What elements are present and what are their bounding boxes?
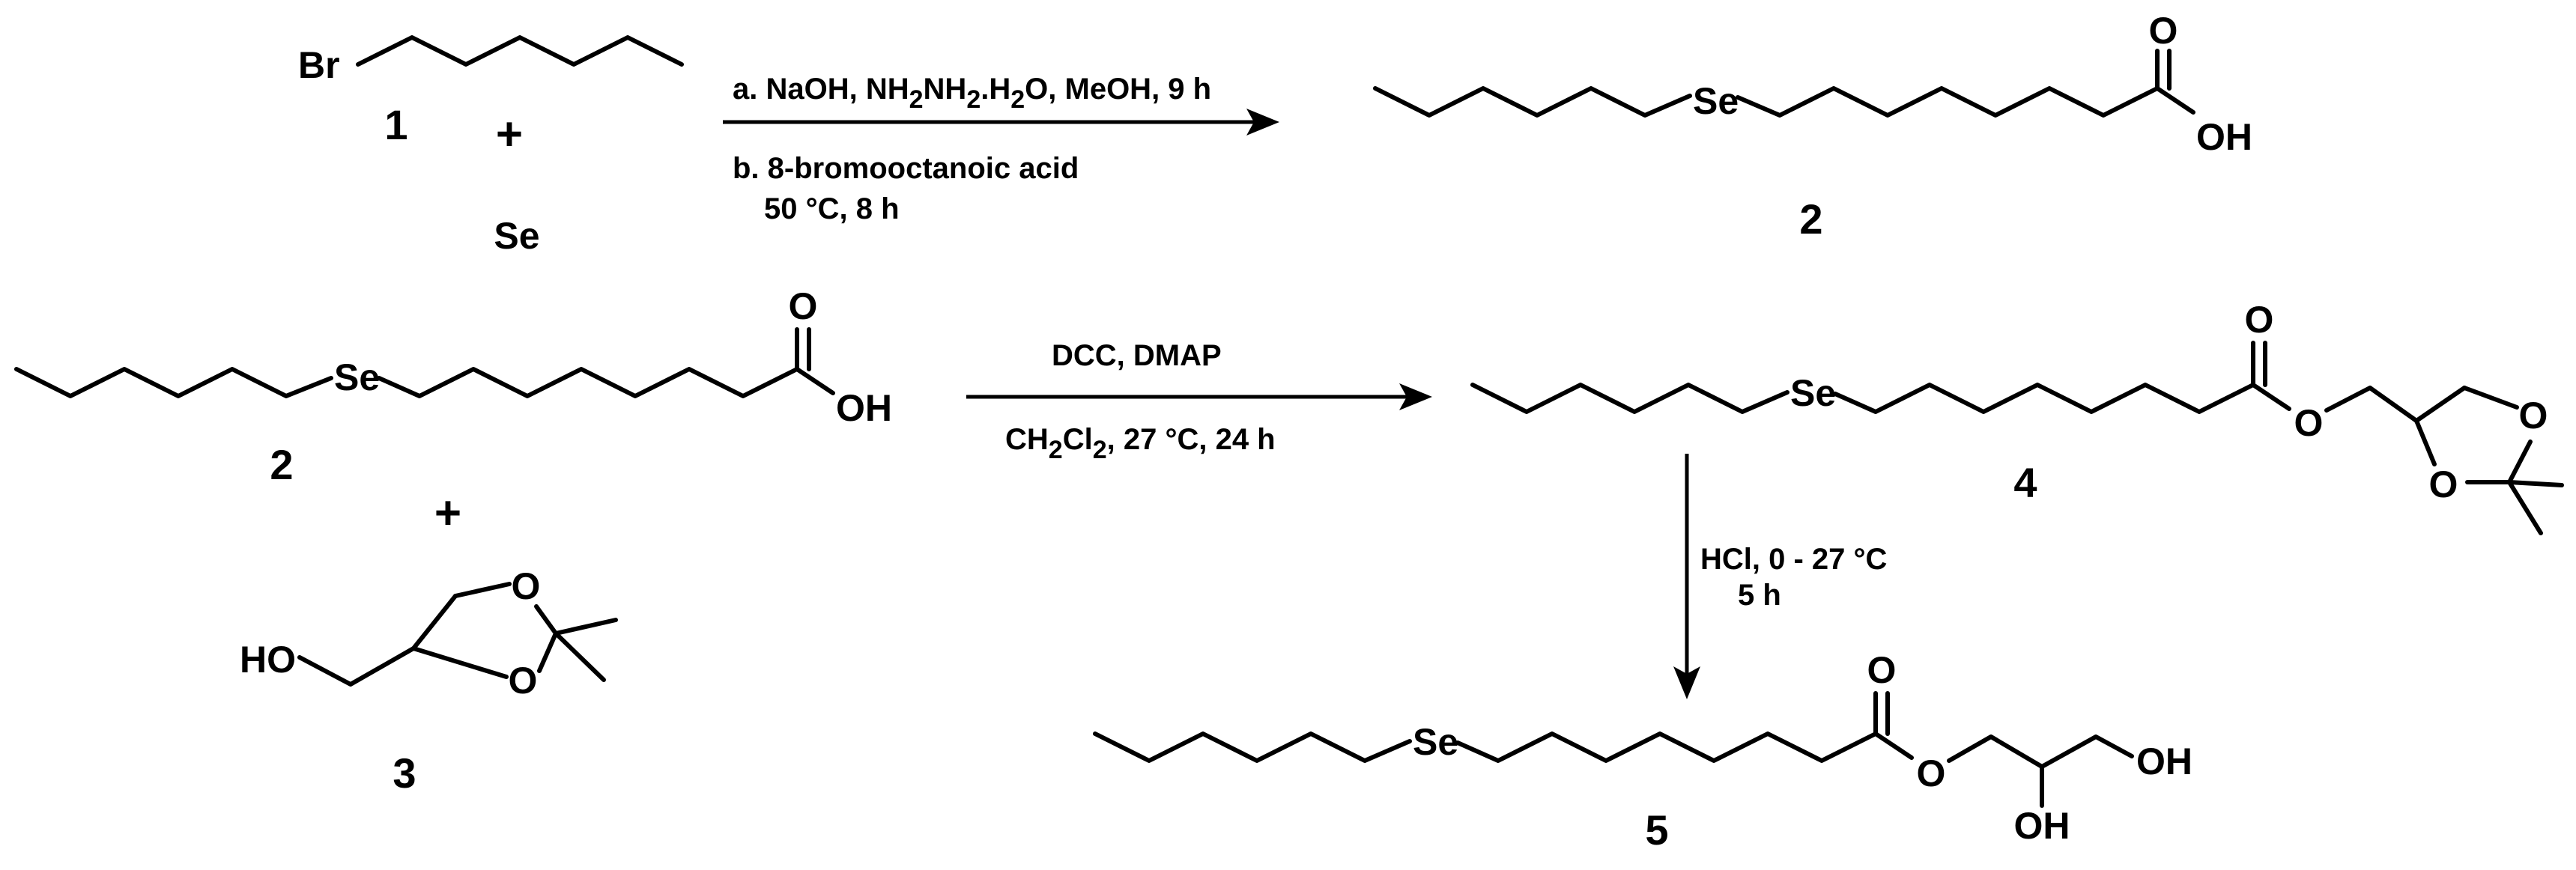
selenium-atom-label: Se <box>1413 721 1458 763</box>
plus-sign-2: + <box>434 487 461 539</box>
ring-bond <box>2507 439 2533 484</box>
compound-4-structure: Se O O O O <box>1470 299 2564 535</box>
selenium-atom-label: Se <box>1693 80 1739 122</box>
ring-oxygen-label: O <box>509 660 538 702</box>
ring-bond <box>2462 386 2519 410</box>
ring-oxygen-label: O <box>2519 395 2548 436</box>
hexyl-chain <box>14 367 333 398</box>
ring-bond <box>2414 419 2437 466</box>
ring-oxygen-label: O <box>2429 463 2458 505</box>
reaction-arrow-3 <box>1673 454 1700 699</box>
hydroxymethyl-chain <box>297 646 416 687</box>
compound-3-structure: HO O O <box>240 565 618 702</box>
bromine-atom-label: Br <box>298 44 340 86</box>
primary-hydroxyl-label: OH <box>2136 740 2192 782</box>
compound-5-structure: Se O O OH OH <box>1093 649 2192 847</box>
octanoic-chain <box>1833 383 2255 414</box>
reaction-3-reagents: HCl, 0 - 27 °C <box>1700 543 1887 576</box>
reaction-1-condition-b: b. 8-bromooctanoic acid <box>733 152 1079 185</box>
ester-oxygen-label: O <box>1917 752 1946 794</box>
ester-oxygen-label: O <box>2294 402 2324 444</box>
compound-1-chain <box>356 35 684 67</box>
ring-bond <box>411 594 458 651</box>
methyl-bond <box>2507 480 2543 535</box>
ester-bond <box>2251 383 2291 411</box>
compound-4-label: 4 <box>2013 459 2037 506</box>
compound-2-structure-top: Se O OH <box>1373 10 2252 158</box>
hydroxyl-label: OH <box>836 387 892 429</box>
selenium-reagent: Se <box>494 215 539 257</box>
reaction-3-time: 5 h <box>1738 579 1781 612</box>
carbonyl-oxygen-label: O <box>2245 299 2274 341</box>
ring-bond <box>453 582 512 598</box>
compound-1-structure: Br <box>298 35 684 86</box>
hydroxyl-label: OH <box>2196 116 2252 158</box>
compound-1-label: 1 <box>384 101 407 148</box>
octanoic-chain <box>1736 86 2160 118</box>
reaction-2-reagents: DCC, DMAP <box>1052 339 1222 372</box>
selenium-atom-label: Se <box>1790 372 1836 414</box>
reaction-arrow-2 <box>966 383 1432 410</box>
ring-bond <box>537 631 558 673</box>
reaction-2-conditions: CH2Cl2, 27 °C, 24 h <box>1005 423 1276 464</box>
ring-bond <box>534 604 558 636</box>
hexyl-chain <box>1093 731 1412 763</box>
methyl-bond <box>554 618 618 636</box>
ring-bond <box>2414 386 2467 423</box>
hydroxyl-label: HO <box>240 639 296 681</box>
hexyl-chain <box>1373 86 1692 118</box>
ester-bond <box>1873 731 1914 760</box>
octanoic-chain <box>377 367 799 398</box>
hydroxyl-bond <box>795 367 835 395</box>
plus-sign-1: + <box>496 109 523 160</box>
hexyl-chain <box>1470 383 1789 414</box>
compound-2-label-top: 2 <box>1799 195 1822 243</box>
glyceryl-linker <box>2324 386 2419 423</box>
octanoic-chain <box>1455 731 1878 763</box>
methyl-bond <box>2507 480 2564 487</box>
carbonyl-oxygen-label: O <box>1867 649 1897 691</box>
compound-3-label: 3 <box>393 749 416 797</box>
compound-5-label: 5 <box>1645 806 1668 854</box>
selenium-atom-label: Se <box>334 356 380 398</box>
reaction-arrow-1 <box>723 109 1279 136</box>
hydroxyl-bond <box>2155 86 2195 115</box>
carbonyl-oxygen-label: O <box>2149 10 2178 52</box>
carbonyl-oxygen-label: O <box>789 285 818 327</box>
ring-bond <box>411 646 509 679</box>
compound-2-label-left: 2 <box>270 441 293 488</box>
reaction-1-condition-a: a. NaOH, NH2NH2.H2O, MeOH, 9 h <box>733 73 1211 114</box>
ring-oxygen-label: O <box>512 565 541 607</box>
glyceryl-chain <box>1947 734 2134 769</box>
secondary-hydroxyl-label: OH <box>2014 805 2070 847</box>
compound-2-structure-left: Se O OH <box>14 285 892 429</box>
methyl-bond <box>554 631 606 682</box>
reaction-1-condition-b-temp: 50 °C, 8 h <box>764 192 900 225</box>
